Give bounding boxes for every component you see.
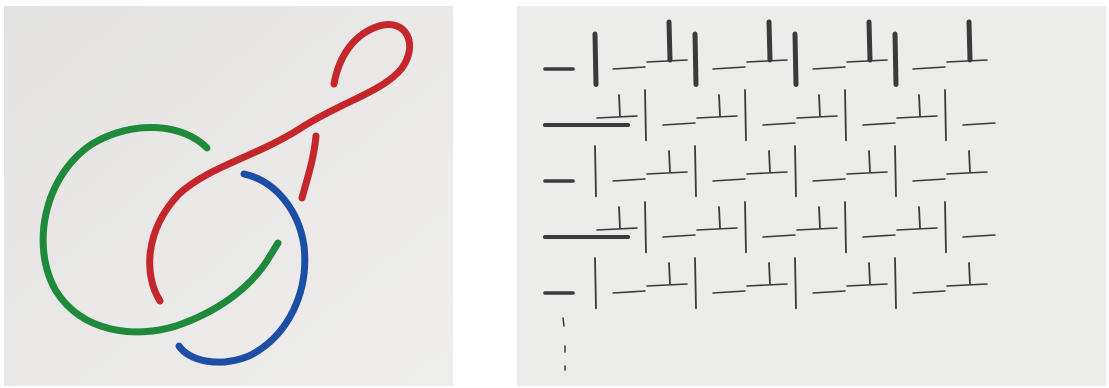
weave-vertical-stroke — [669, 22, 670, 60]
weave-vertical-stroke — [619, 95, 620, 116]
weave-vertical-stroke — [669, 263, 670, 284]
weave-vertical-stroke — [819, 207, 820, 228]
weave-vertical-stroke — [819, 95, 820, 116]
weave-vertical-stroke — [769, 263, 770, 284]
weave-vertical-stroke — [919, 207, 920, 228]
weave-vertical-stroke — [745, 202, 746, 252]
weave-vertical-stroke — [869, 263, 870, 284]
weave-vertical-stroke — [919, 95, 920, 116]
weave-vertical-stroke — [645, 202, 646, 252]
weave-vertical-stroke — [645, 90, 646, 140]
weave-vertical-stroke — [695, 146, 696, 196]
knot-sketch-photo — [4, 6, 453, 386]
weave-vertical-stroke — [619, 207, 620, 228]
weave-vertical-stroke — [795, 34, 796, 84]
weave-vertical-stroke — [845, 202, 846, 252]
weave-vertical-stroke — [769, 22, 770, 60]
weave-vertical-stroke — [845, 90, 846, 140]
weave-vertical-stroke — [719, 95, 720, 116]
weave-vertical-stroke — [969, 22, 970, 60]
weave-vertical-stroke — [769, 151, 770, 172]
weave-vertical-stroke — [895, 258, 896, 308]
paper-background — [4, 6, 453, 386]
weave-vertical-stroke — [595, 34, 596, 84]
weave-vertical-stroke — [895, 34, 896, 84]
weave-vertical-stroke — [745, 90, 746, 140]
weave-sketch-photo — [517, 6, 1106, 386]
weave-vertical-stroke — [595, 258, 596, 308]
weave-vertical-stroke — [795, 146, 796, 196]
weave-vertical-stroke — [695, 258, 696, 308]
weave-tail-dot — [563, 318, 564, 326]
weave-vertical-stroke — [719, 207, 720, 228]
weave-vertical-stroke — [945, 202, 946, 252]
weave-vertical-stroke — [945, 90, 946, 140]
weave-vertical-stroke — [895, 146, 896, 196]
weave-vertical-stroke — [595, 146, 596, 196]
knot-sketch-drawing — [4, 6, 453, 386]
weave-vertical-stroke — [969, 151, 970, 172]
weave-vertical-stroke — [669, 151, 670, 172]
weave-sketch-drawing — [517, 6, 1106, 386]
weave-vertical-stroke — [869, 151, 870, 172]
weave-vertical-stroke — [869, 22, 870, 60]
weave-vertical-stroke — [695, 34, 696, 84]
weave-vertical-stroke — [795, 258, 796, 308]
weave-vertical-stroke — [969, 263, 970, 284]
paper-background — [517, 6, 1106, 386]
